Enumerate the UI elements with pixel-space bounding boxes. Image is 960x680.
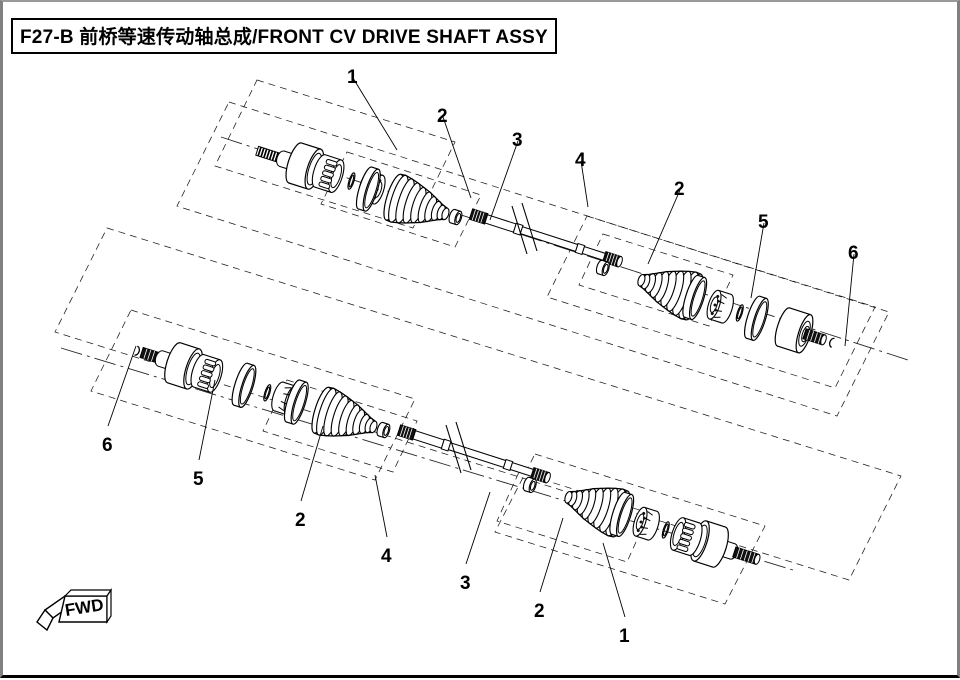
group-box-outer-joint-1-top xyxy=(214,79,456,229)
diagram-canvas: FWD 1 2 3 4 2 5 6 6 5 2 4 3 2 1 xyxy=(3,2,957,675)
drive-shaft-top xyxy=(468,208,623,268)
callout-2-top: 2 xyxy=(437,106,448,127)
group-box-boot-2-right xyxy=(578,233,734,327)
forward-direction-marker: FWD xyxy=(36,588,113,632)
group-box-inner-joint-5-left xyxy=(90,309,416,481)
callout-2-right: 2 xyxy=(674,179,685,200)
inner-cv-joint-left xyxy=(133,336,302,417)
diagram-linework: FWD xyxy=(36,77,909,632)
callout-2-bottom: 2 xyxy=(534,601,545,622)
cv-boot-kit-top xyxy=(352,164,464,239)
callout-6-right: 6 xyxy=(848,243,859,264)
shaft-break-symbol-bottom xyxy=(445,421,472,474)
callout-1-bottom: 1 xyxy=(619,626,630,647)
group-box-outer-joint-1-bottom xyxy=(494,453,766,605)
group-box-shaft-assembly-4-bottom xyxy=(54,227,902,581)
group-box-boot-2-top xyxy=(320,151,482,248)
diagram-title-box: F27-B 前桥等速传动轴总成/FRONT CV DRIVE SHAFT ASS… xyxy=(11,18,557,54)
callout-leader-lines xyxy=(107,77,855,618)
callout-5-left: 5 xyxy=(193,469,204,490)
callout-3-bottom: 3 xyxy=(460,573,471,594)
cv-boot-kit-left xyxy=(280,377,392,452)
inner-cv-joint-right xyxy=(703,288,836,356)
outer-cv-joint-bottom xyxy=(629,505,761,574)
shaft-break-symbol-top xyxy=(511,202,538,255)
callout-1-top: 1 xyxy=(347,67,358,88)
callout-3-top: 3 xyxy=(512,130,523,151)
drive-shaft-bottom xyxy=(396,424,551,484)
group-box-boot-2-left xyxy=(262,379,418,473)
group-box-shaft-assembly-4-top xyxy=(176,101,890,417)
callout-4-bottom: 4 xyxy=(381,546,392,567)
callout-4-top: 4 xyxy=(575,150,586,171)
callout-2-left: 2 xyxy=(295,510,306,531)
group-box-inner-joint-5-right xyxy=(546,215,876,389)
callout-6-left: 6 xyxy=(102,435,113,456)
page-title: F27-B 前桥等速传动轴总成/FRONT CV DRIVE SHAFT ASS… xyxy=(20,27,548,48)
assembly-centerline-lower xyxy=(60,347,794,571)
callout-5-right: 5 xyxy=(758,212,769,233)
